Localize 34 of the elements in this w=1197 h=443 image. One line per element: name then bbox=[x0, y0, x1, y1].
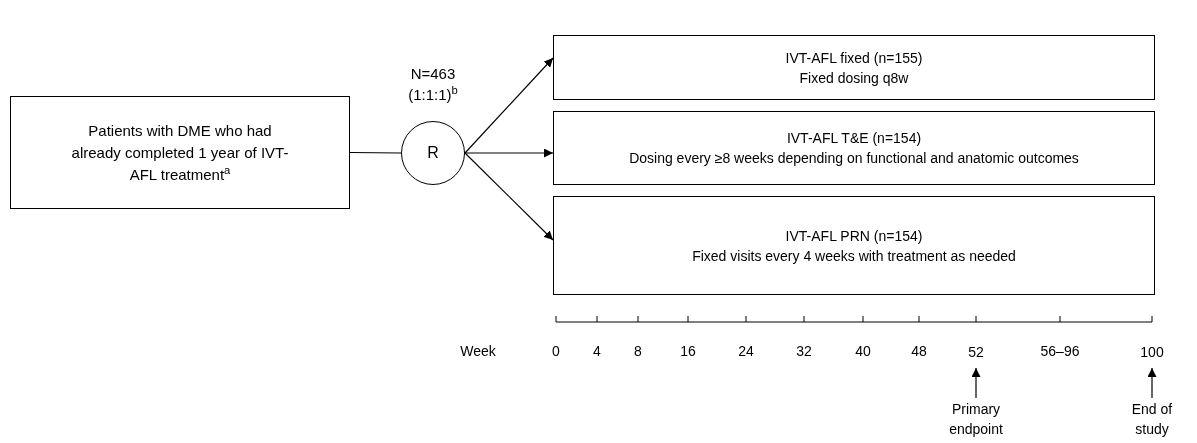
tick-label: 56–96 bbox=[1039, 342, 1081, 361]
tick-label: 100 bbox=[1134, 342, 1170, 362]
arrow bbox=[1147, 367, 1157, 399]
box-text: Fixed visits every 4 weeks with treatment as needed bbox=[692, 246, 1016, 266]
tick-label: 32 bbox=[795, 342, 813, 361]
arrow bbox=[464, 148, 554, 158]
box-text: Dosing every ≥8 weeks depending on functional and anatomic outcomes bbox=[629, 149, 1079, 168]
box-text: Patients with DME who had already completed 1 year of IVT-AFL treatment$^{a}$ bbox=[70, 120, 290, 185]
tick-label: 4 bbox=[592, 342, 602, 361]
tick-label: 40 bbox=[854, 342, 872, 361]
group-size-note: N=463 bbox=[410, 64, 456, 84]
group-size-note: (1:1:1)$^{b}$ bbox=[408, 84, 458, 105]
tick-label: 24 bbox=[737, 342, 755, 361]
arm-box bbox=[553, 196, 1155, 295]
arm-title: IVT-AFL T&E (n=154) bbox=[786, 129, 922, 148]
axis-title: Week bbox=[459, 342, 497, 361]
tick-label: 52 bbox=[961, 342, 991, 362]
arm-box bbox=[553, 35, 1155, 100]
arrow bbox=[464, 57, 554, 154]
arm-box bbox=[553, 111, 1155, 185]
tick-label: 16 bbox=[679, 342, 697, 361]
circle-label: R bbox=[427, 143, 439, 163]
tick-label: 48 bbox=[910, 342, 928, 361]
tick-label: 0 bbox=[551, 342, 561, 361]
tick-label: 8 bbox=[633, 342, 643, 361]
milestone-text: End of study bbox=[1130, 400, 1174, 439]
milestone-text: Primary endpoint bbox=[948, 400, 1004, 439]
box-text: Fixed dosing q8w bbox=[799, 68, 909, 88]
arrow bbox=[464, 152, 554, 241]
arrow bbox=[971, 367, 981, 399]
connector-line bbox=[349, 151, 402, 154]
arm-title: IVT-AFL fixed (n=155) bbox=[785, 48, 923, 68]
arm-box bbox=[10, 96, 350, 209]
arm-title: IVT-AFL PRN (n=154) bbox=[785, 226, 923, 246]
